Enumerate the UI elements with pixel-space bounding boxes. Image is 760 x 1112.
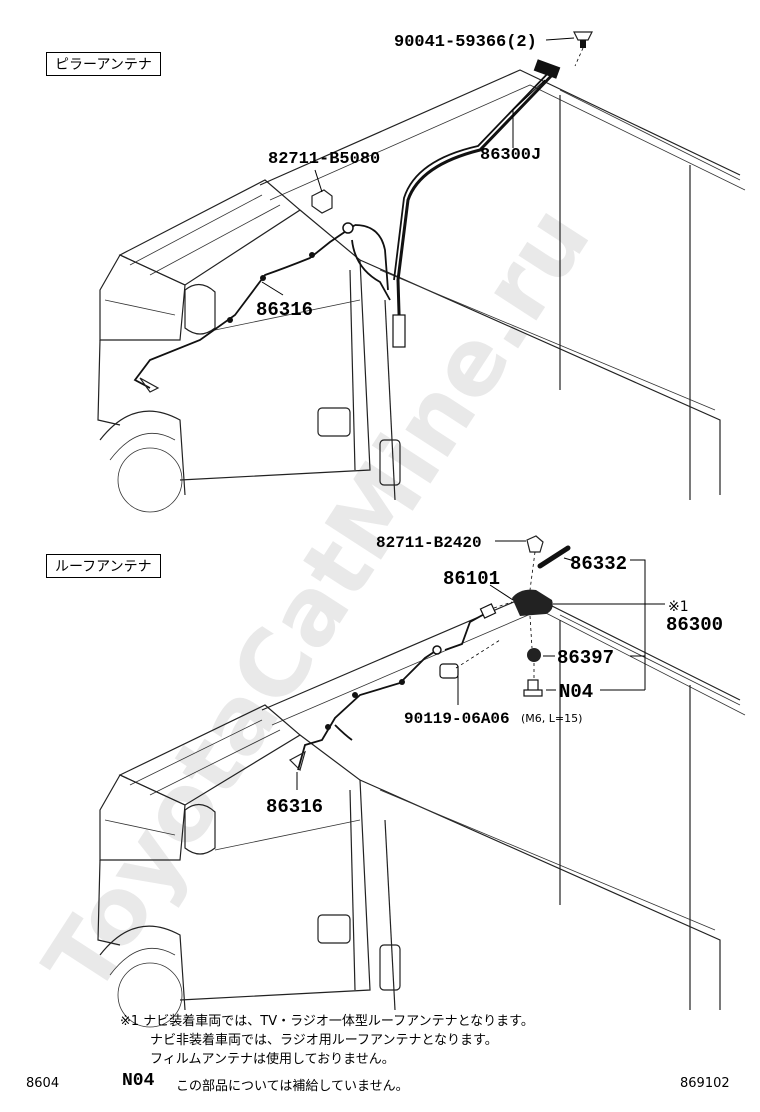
part-86316-roof: 86316 [266,796,323,818]
part-86300J: 86300J [480,146,541,165]
part-86101: 86101 [443,568,500,590]
note-marker-1: ※1 [668,599,689,615]
part-86300: 86300 [666,614,723,636]
roof-vehicle-outline [97,594,746,1028]
footer-n04-symbol: N04 [122,1071,155,1091]
pillar-antenna-cable [392,59,561,348]
roof-cable-86101 [444,601,513,651]
part-90119-06A06-spec: (M6, L=15) [521,712,582,725]
note-line-1: ※1 ナビ装着車両では、TV・ラジオ一体型ルーフアンテナとなります。 [120,1014,534,1029]
footer-right-code: 869102 [680,1076,730,1091]
part-90119-06A06: 90119-06A06 [404,710,510,728]
note-line-2: ナビ非装着車両では、ラジオ用ルーフアンテナとなります。 [150,1033,498,1048]
part-82711-B5080: 82711-B5080 [268,150,380,169]
part-90041-59366: 90041-59366(2) [394,33,537,52]
part-N04: N04 [559,681,593,703]
part-86397: 86397 [557,647,614,669]
section-title-roof-antenna: ルーフアンテナ [46,554,161,578]
section-title-pillar-antenna: ピラーアンテナ [46,52,161,76]
bolt-90119-06A06 [439,639,501,679]
roof-antenna-assembly [512,535,571,697]
footer-left-code: 8604 [26,1076,60,1091]
footer-n04-note: この部品については補給していません。 [176,1079,409,1094]
part-86332: 86332 [570,553,627,575]
part-86316-pillar: 86316 [256,299,313,321]
screw-90041-59366 [573,31,593,67]
clip-82711-B5080 [311,189,333,214]
roof-feeder-cable [289,645,442,772]
pillar-feeder-cable [133,222,391,393]
note-line-3: フィルムアンテナは使用しておりません。 [150,1052,395,1067]
pillar-vehicle-outline [97,69,746,513]
part-82711-B2420: 82711-B2420 [376,534,482,552]
